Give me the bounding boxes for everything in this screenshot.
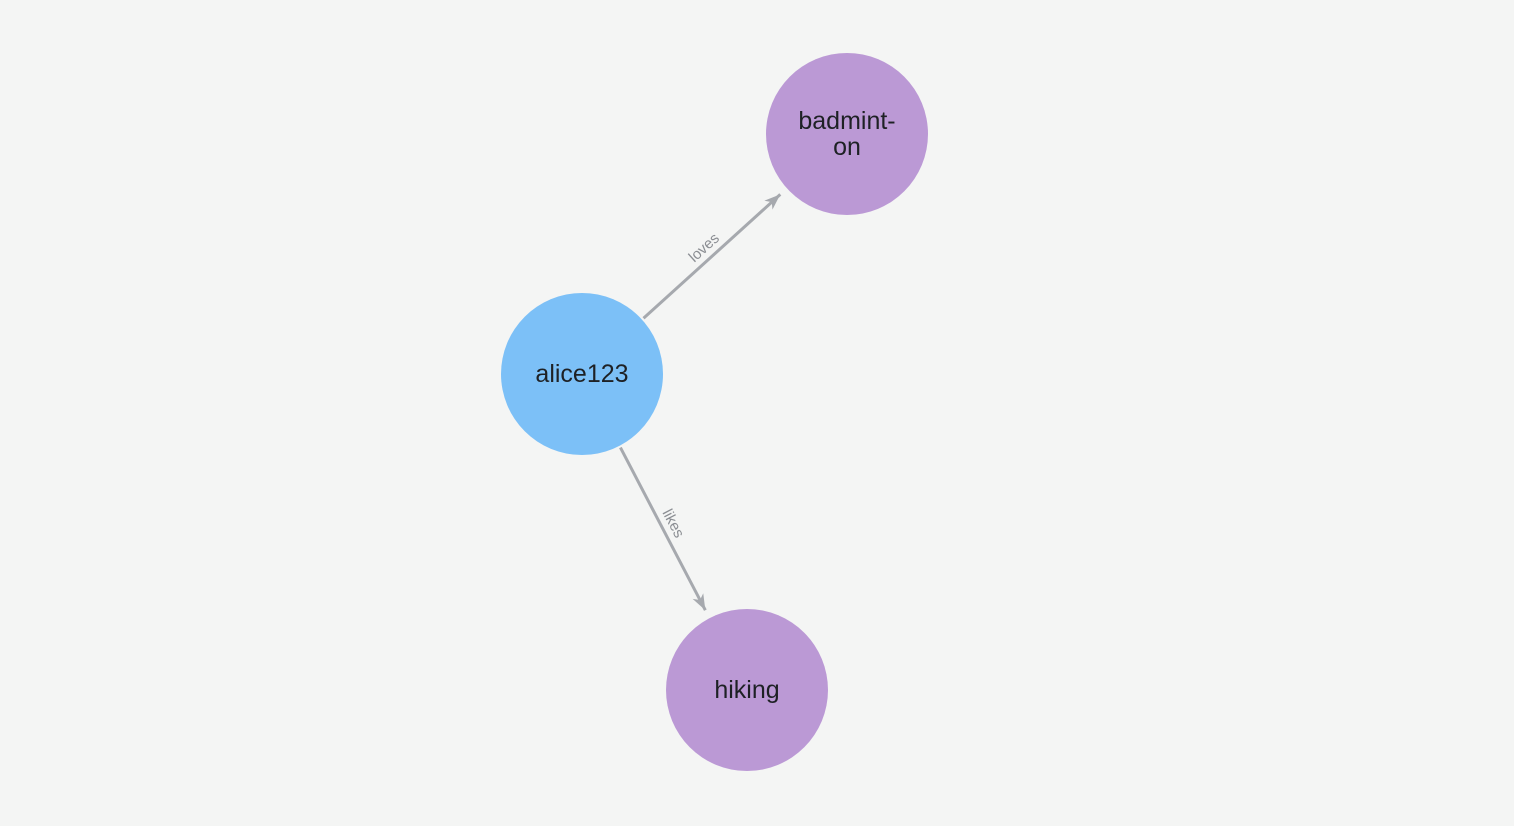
edge-label: loves [685, 230, 722, 266]
edge-loves: loves [642, 193, 782, 320]
node-hiking[interactable]: hiking [666, 609, 828, 771]
edge-label: likes [659, 506, 688, 540]
node-alice123[interactable]: alice123 [501, 293, 663, 455]
edge-likes: likes [619, 446, 707, 611]
node-circle-alice123[interactable] [501, 293, 663, 455]
node-circle-badminton[interactable] [766, 53, 928, 215]
node-circle-hiking[interactable] [666, 609, 828, 771]
edge-line-loves[interactable] [642, 193, 782, 320]
edge-line-likes[interactable] [619, 446, 707, 611]
node-badminton[interactable]: badmint-on [766, 53, 928, 215]
